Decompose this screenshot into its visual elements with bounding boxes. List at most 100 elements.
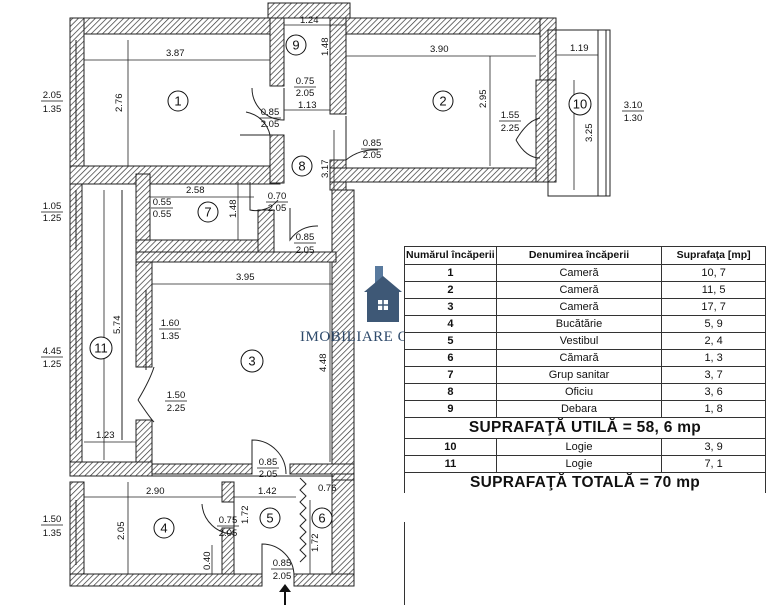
svg-text:1.50: 1.50 — [167, 390, 186, 401]
svg-text:1.60: 1.60 — [161, 318, 180, 329]
svg-text:1.25: 1.25 — [43, 359, 62, 370]
svg-text:0.55: 0.55 — [153, 197, 172, 208]
svg-text:0.85: 0.85 — [259, 457, 278, 468]
svg-text:0.55: 0.55 — [153, 209, 172, 220]
shelf-zigzag — [299, 477, 307, 563]
svg-text:0.75: 0.75 — [296, 76, 315, 87]
table-bottom-border — [404, 522, 767, 605]
dim-r5-height: 1.72 — [240, 506, 251, 525]
dim-r4-small: 0.40 — [202, 552, 213, 571]
svg-text:1.35: 1.35 — [43, 528, 62, 539]
svg-text:2.05: 2.05 — [219, 528, 238, 539]
dim-r6-height: 1.72 — [310, 534, 321, 553]
svg-text:2.25: 2.25 — [167, 403, 186, 414]
dim-r8-height: 3.17 — [320, 160, 331, 179]
dim-r10-height: 3.25 — [584, 124, 595, 143]
opening-labels: 0.752.05 0.852.05 0.852.05 1.552.25 0.70… — [151, 76, 644, 582]
room-6-number: 6 — [318, 511, 325, 526]
dim-corridor-width: 1.13 — [298, 100, 317, 111]
room-1-number: 1 — [174, 94, 181, 109]
dimension-values: 3.87 2.76 1.24 1.48 3.90 2.95 1.19 3.25 … — [96, 15, 595, 570]
watermark-logo-icon — [364, 266, 402, 322]
svg-text:1.25: 1.25 — [43, 213, 62, 224]
window-r1: 2.05 1.35 — [41, 90, 63, 115]
svg-text:3.10: 3.10 — [624, 100, 643, 111]
dim-r9-height: 1.48 — [320, 38, 331, 57]
door-r3-bottom: 0.852.05 — [257, 457, 279, 480]
svg-text:0.85: 0.85 — [363, 138, 382, 149]
door-swings — [137, 87, 541, 577]
svg-text:1.30: 1.30 — [624, 113, 643, 124]
svg-text:2.05: 2.05 — [43, 90, 62, 101]
svg-text:1.50: 1.50 — [43, 514, 62, 525]
header-room-name: Denumirea încăperii — [495, 246, 663, 265]
dim-r5-width: 1.42 — [258, 486, 277, 497]
svg-text:0.75: 0.75 — [219, 515, 238, 526]
door-r10: 1.552.25 — [499, 110, 521, 134]
room-5-number: 5 — [266, 511, 273, 526]
entrance-door: 0.85 2.05 — [271, 558, 293, 582]
svg-text:2.05: 2.05 — [261, 119, 280, 130]
dimension-lines — [84, 24, 598, 574]
walls — [69, 2, 557, 587]
dim-r11-height: 5.74 — [112, 316, 123, 335]
svg-text:1.55: 1.55 — [501, 110, 520, 121]
dim-r7-height: 1.48 — [228, 200, 239, 219]
svg-text:2.05: 2.05 — [268, 203, 287, 214]
room-8-number: 8 — [298, 159, 305, 174]
door-r3-top: 0.85 2.05 — [294, 232, 316, 256]
total-area: SUPRAFAŢĂ TOTALĂ = 70 mp — [404, 472, 766, 493]
door-r4: 0.75 2.05 — [217, 515, 239, 539]
room-3-number: 3 — [248, 354, 255, 369]
dim-r3-height: 4.48 — [318, 354, 329, 373]
door-r7: 0.702.05 — [266, 191, 288, 214]
svg-text:1.35: 1.35 — [43, 104, 62, 115]
dim-r10-width: 1.19 — [570, 43, 589, 54]
dim-r11-width: 1.23 — [96, 430, 115, 441]
svg-text:2.05: 2.05 — [296, 245, 315, 256]
dim-r1-width: 3.87 — [166, 48, 185, 59]
window-r11-top: 1.051.25 — [41, 201, 63, 224]
window-r11-mid: 4.45 1.25 — [41, 346, 63, 370]
svg-text:2.05: 2.05 — [296, 88, 315, 99]
svg-text:1.05: 1.05 — [43, 201, 62, 212]
dim-r6-width: 0.76 — [318, 483, 337, 494]
header-area: Suprafaţa [mp] — [661, 246, 766, 265]
svg-text:0.85: 0.85 — [273, 558, 292, 569]
dim-r9-width: 1.24 — [300, 15, 319, 26]
svg-text:2.05: 2.05 — [273, 571, 292, 582]
window-r4: 1.50 1.35 — [41, 514, 63, 539]
table-header-row: Numărul încăperii Denumirea încăperii Su… — [404, 246, 766, 265]
total-row: SUPRAFAŢĂ TOTALĂ = 70 mp — [404, 472, 766, 493]
total-util: SUPRAFAŢĂ UTILĂ = 58, 6 mp — [404, 417, 766, 439]
window-labels-left: 2.051.35 1.051.25 4.451.25 1.501.35 — [41, 90, 63, 539]
room-4-number: 4 — [160, 521, 167, 536]
room-2-number: 2 — [439, 94, 446, 109]
door-r1: 0.852.05 — [259, 107, 281, 130]
glazing — [75, 29, 611, 565]
svg-text:0.85: 0.85 — [296, 232, 315, 243]
window-r10: 3.10 1.30 — [622, 100, 644, 124]
room-7-number: 7 — [204, 205, 211, 220]
svg-text:4.45: 4.45 — [43, 346, 62, 357]
door-r11: 1.50 2.25 — [165, 390, 187, 414]
room-numbers: 1 2 3 4 5 6 7 8 9 10 11 — [89, 34, 592, 539]
dim-r7-width: 2.58 — [186, 185, 205, 196]
entrance-arrow-icon — [279, 584, 291, 605]
dim-r1-height: 2.76 — [114, 94, 125, 113]
header-room-number: Numărul încăperii — [404, 246, 497, 265]
dim-r2-width: 3.90 — [430, 44, 449, 55]
dim-r4-height: 2.05 — [116, 522, 127, 541]
room-9-number: 9 — [292, 38, 299, 53]
window-r7: 0.550.55 — [151, 197, 173, 220]
